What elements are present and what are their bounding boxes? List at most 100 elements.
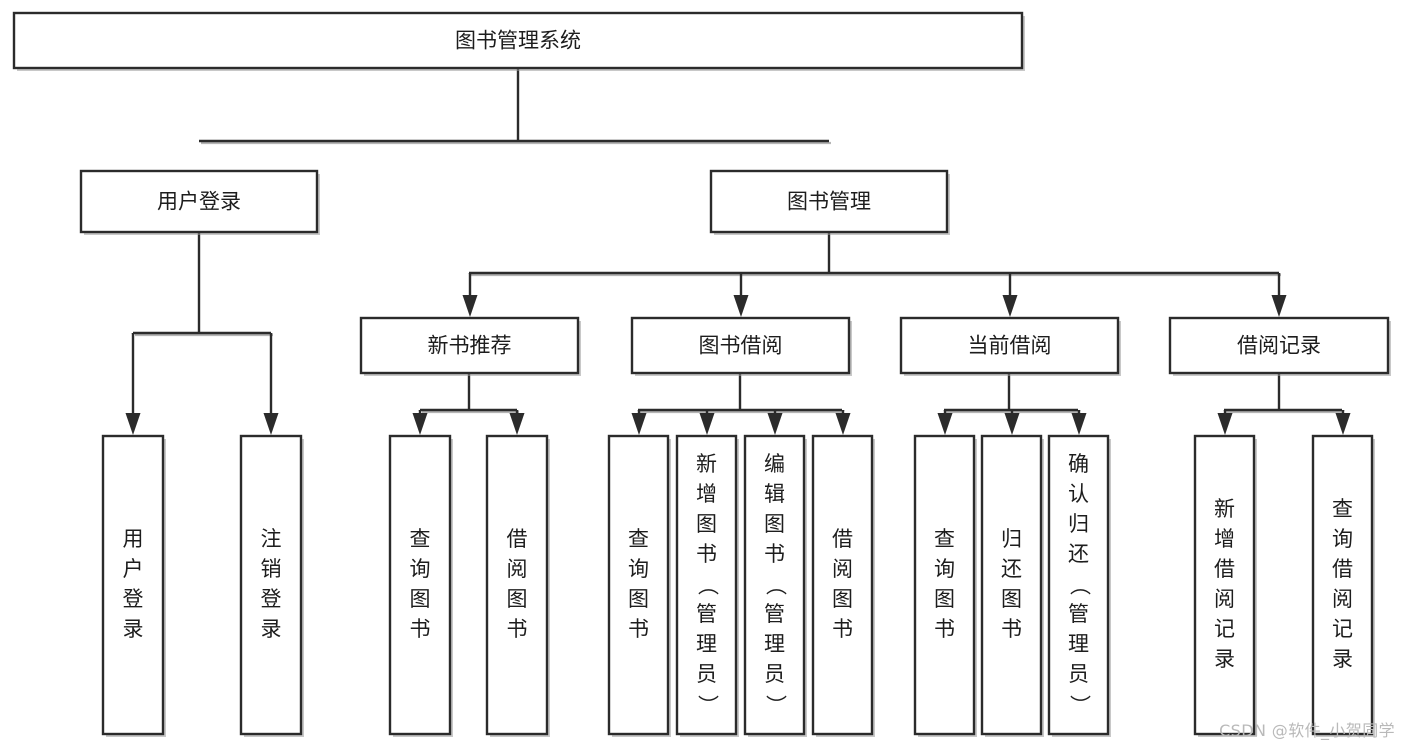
node-label-char: 图	[764, 512, 785, 536]
node-label-char: 归	[1001, 527, 1022, 551]
node-rect[interactable]	[811, 434, 874, 736]
node-label-char: 阅	[832, 557, 853, 581]
node-label-char: 查	[628, 527, 649, 551]
node-label-char: 书	[696, 542, 717, 566]
node-label-char: 借	[1214, 557, 1235, 581]
node-label-char: 询	[1332, 527, 1353, 551]
csdn-watermark: CSDN @软件_小贺同学	[1219, 721, 1395, 740]
node-label-char: 书	[934, 617, 955, 641]
node-rect[interactable]	[12, 11, 1024, 70]
node-rect[interactable]	[388, 434, 452, 736]
node-label-char: 书	[628, 617, 649, 641]
node-borrow-record[interactable]: 借阅记录	[1168, 316, 1391, 376]
node-rect[interactable]	[79, 169, 319, 234]
connector-layer	[125, 68, 1351, 435]
node-label-char: 录	[123, 617, 144, 641]
node-rect[interactable]	[743, 434, 806, 736]
node-label-char: 记	[1332, 617, 1353, 641]
node-label-char: 询	[934, 557, 955, 581]
node-book-borrow[interactable]: 图书借阅	[630, 316, 852, 376]
node-rect[interactable]	[1047, 434, 1110, 736]
node-label-char: 书	[507, 617, 528, 641]
node-rect[interactable]	[709, 169, 949, 234]
node-label-char: 书	[832, 617, 853, 641]
node-label-char: 图	[507, 587, 528, 611]
node-current-borrow[interactable]: 当前借阅	[899, 316, 1121, 376]
node-label-char: 用	[123, 527, 144, 551]
node-rect[interactable]	[101, 434, 165, 736]
node-label-char: 查	[410, 527, 431, 551]
node-new-book-recommend[interactable]: 新书推荐	[359, 316, 581, 376]
node-rect[interactable]	[239, 434, 303, 736]
node-label-char: ）	[696, 695, 720, 716]
node-label-char: 录	[1332, 647, 1353, 671]
node-label-char: 注	[261, 527, 282, 551]
node-label-char: 新	[1214, 497, 1235, 521]
node-label-char: 理	[1068, 632, 1089, 656]
node-label-char: 登	[261, 587, 282, 611]
node-label-char: 查	[934, 527, 955, 551]
node-label-char: 书	[764, 542, 785, 566]
node-label: 图书管理系统	[455, 29, 581, 53]
node-rect[interactable]	[980, 434, 1043, 736]
node-rect[interactable]	[913, 434, 976, 736]
node-label-char: （	[1068, 575, 1092, 596]
node-label-char: 理	[696, 632, 717, 656]
node-rect[interactable]	[485, 434, 549, 736]
node-rect[interactable]	[607, 434, 670, 736]
node-label-char: 管	[696, 602, 717, 626]
node-rect[interactable]	[1193, 434, 1256, 736]
node-user-login[interactable]: 用户登录	[79, 169, 320, 235]
node-label-char: 还	[1001, 557, 1022, 581]
node-rect[interactable]	[1168, 316, 1390, 375]
node-label-char: 阅	[1214, 587, 1235, 611]
node-rect[interactable]	[899, 316, 1120, 375]
node-label-char: 登	[123, 587, 144, 611]
node-label-char: ）	[764, 695, 788, 716]
node-label-char: 阅	[507, 557, 528, 581]
node-label-char: 记	[1214, 617, 1235, 641]
node-label-char: 认	[1068, 482, 1089, 506]
node-label: 借阅记录	[1237, 334, 1321, 358]
node-rect[interactable]	[1311, 434, 1374, 736]
node-rect[interactable]	[359, 316, 580, 375]
node-label-char: 增	[696, 482, 717, 506]
node-label: 新书推荐	[428, 334, 512, 358]
node-label: 图书管理	[787, 190, 871, 214]
node-label-char: 图	[832, 587, 853, 611]
node-label-char: 归	[1068, 512, 1089, 536]
node-label-char: 管	[764, 602, 785, 626]
node-label-char: 书	[1001, 617, 1022, 641]
node-label-char: 图	[934, 587, 955, 611]
node-label-char: ）	[1068, 695, 1092, 716]
node-leaf-user-login[interactable]: 用户登录	[101, 434, 166, 737]
node-label-char: 借	[832, 527, 853, 551]
node-rect[interactable]	[675, 434, 738, 736]
node-label-char: 管	[1068, 602, 1089, 626]
node-label-char: 员	[1068, 662, 1089, 686]
node-label-char: 图	[410, 587, 431, 611]
node-label-char: （	[696, 575, 720, 596]
node-label-char: 增	[1214, 527, 1235, 551]
node-rect[interactable]	[630, 316, 851, 375]
node-label-char: 销	[261, 557, 282, 581]
node-label-char: 录	[261, 617, 282, 641]
node-label-char: 员	[696, 662, 717, 686]
node-label-char: 图	[696, 512, 717, 536]
node-root[interactable]: 图书管理系统	[12, 11, 1025, 71]
node-book-manage[interactable]: 图书管理	[709, 169, 950, 235]
node-label-char: 新	[696, 452, 717, 476]
